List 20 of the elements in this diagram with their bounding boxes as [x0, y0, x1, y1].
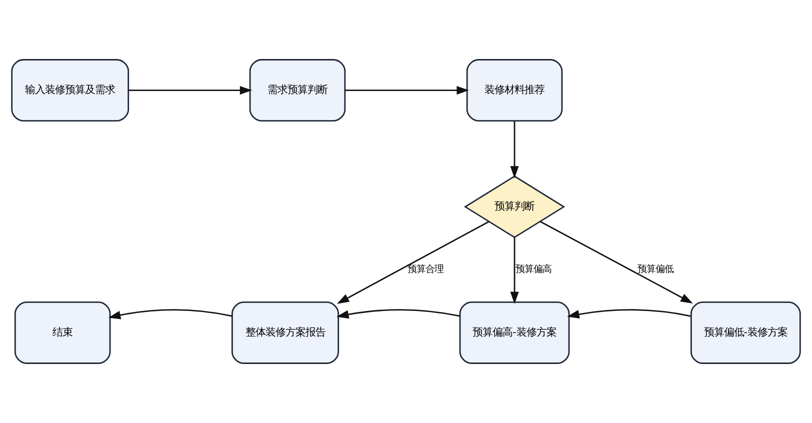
node-box: 需求预算判断 — [249, 59, 346, 122]
arrow — [336, 309, 460, 319]
node-box: 预算偏低-装修方案 — [690, 301, 801, 364]
arrow — [336, 221, 489, 304]
arrow — [128, 86, 252, 95]
node-box: 预算偏高-装修方案 — [459, 301, 570, 364]
node-box: 结束 — [14, 301, 111, 364]
edge-label: 预算偏低 — [637, 264, 674, 276]
arrow — [344, 86, 469, 95]
arrow — [567, 309, 691, 318]
arrow — [108, 309, 232, 320]
arrow — [510, 237, 519, 304]
node-box: 整体装修方案报告 — [231, 301, 340, 364]
node-box: 装修材料推荐 — [466, 59, 563, 122]
node-box: 输入装修预算及需求 — [11, 59, 130, 122]
arrow — [510, 121, 519, 178]
arrow — [540, 220, 693, 304]
node-diamond: 预算判断 — [464, 175, 566, 238]
edge-label: 预算合理 — [407, 264, 444, 276]
edge-label: 预算偏高 — [515, 264, 552, 276]
